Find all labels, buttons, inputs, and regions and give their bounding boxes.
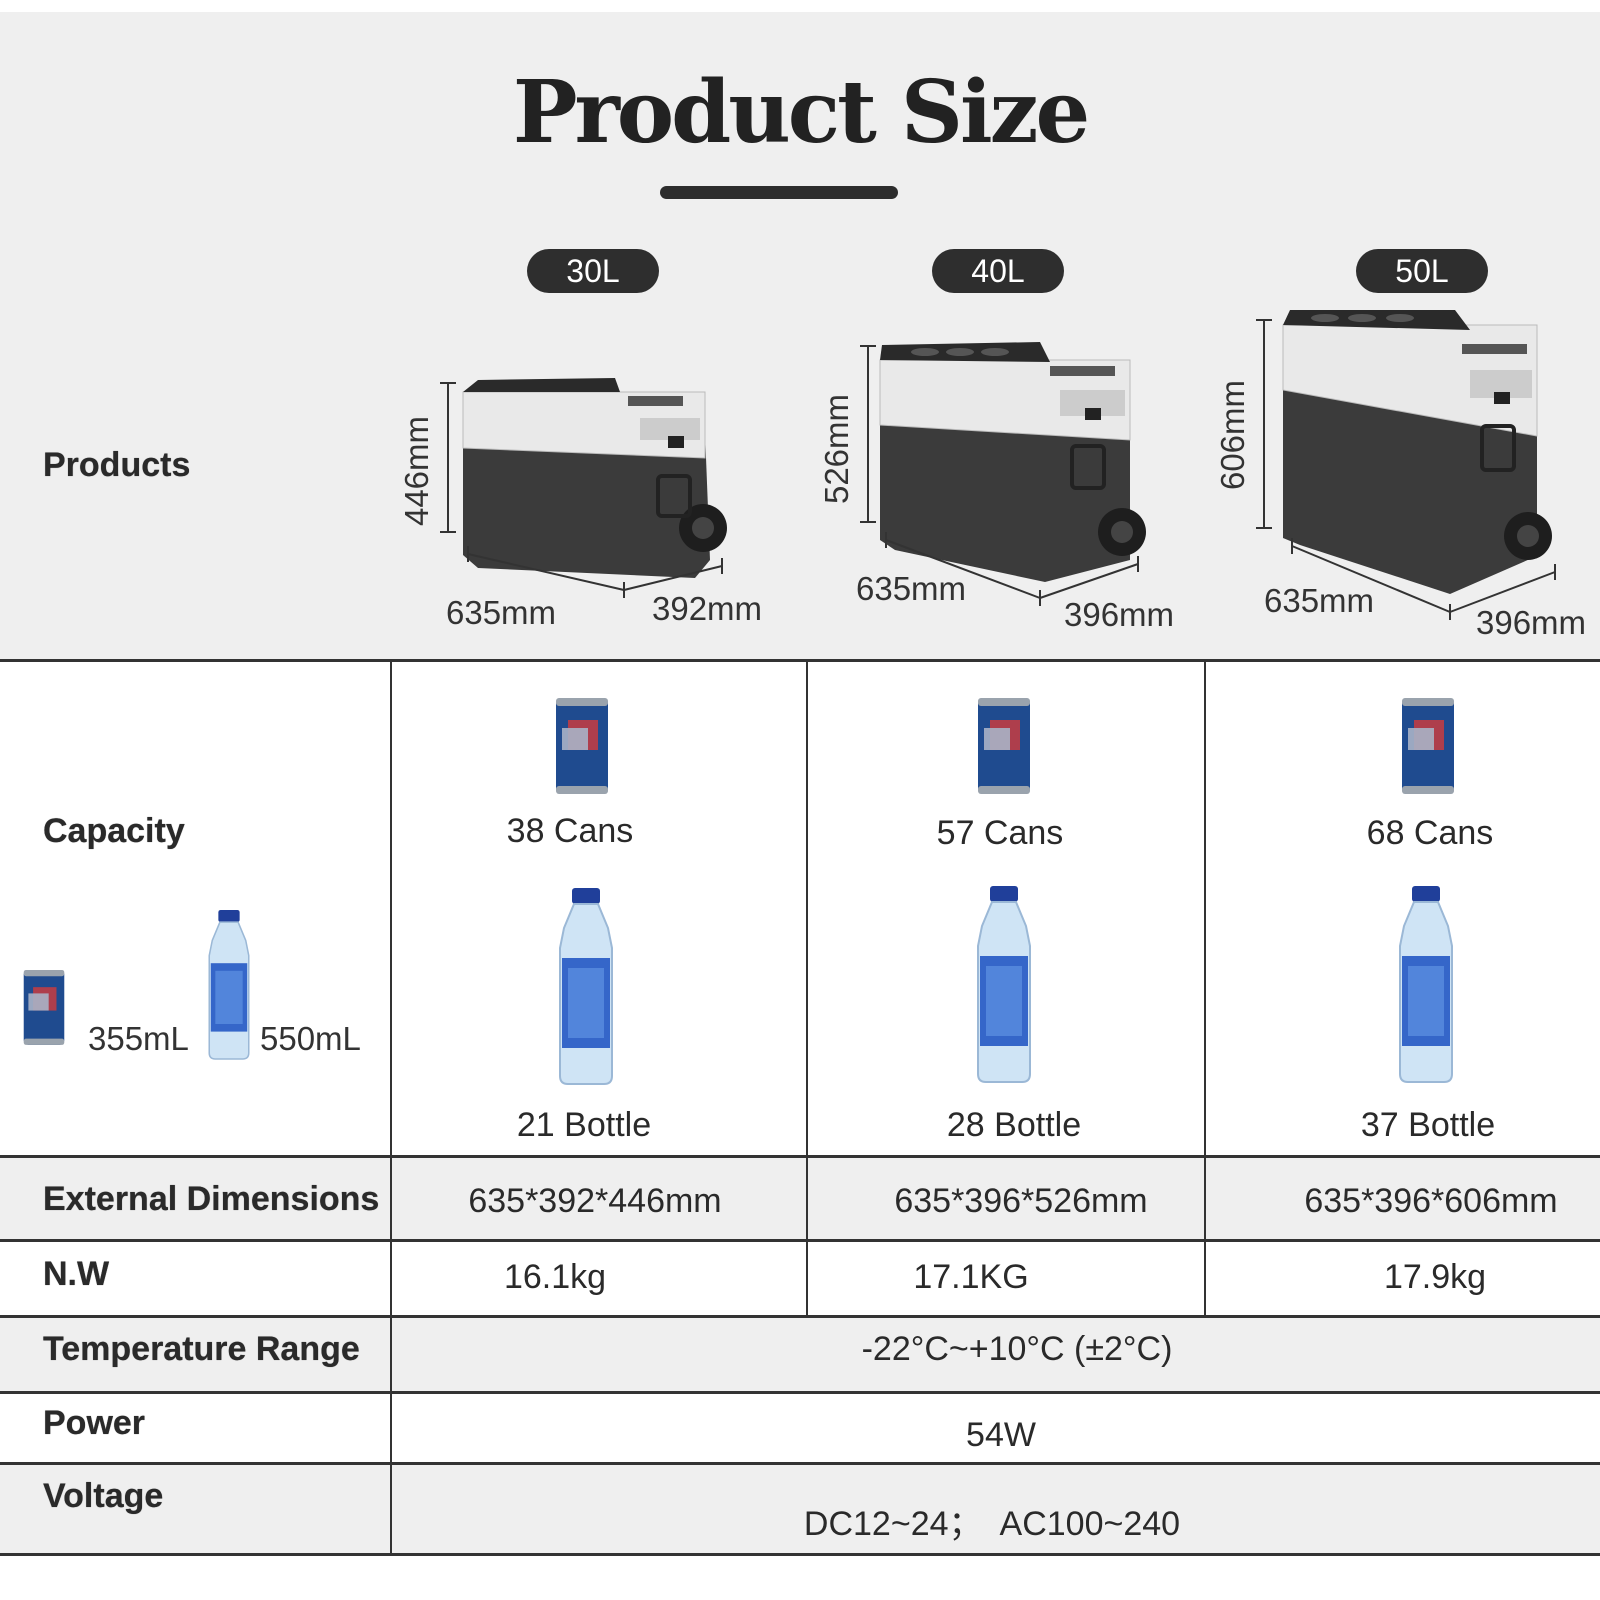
dimensions-row-band [0,1157,1600,1240]
products-label: Products [43,446,191,484]
dimensions-50l: 635*396*606mm [1304,1182,1558,1220]
length-label-30l: 635mm [446,594,557,631]
dimension-lines-40l [860,345,1139,606]
bottle-legend-icon [208,909,250,1060]
cans-count-40l: 57 Cans [936,814,1064,852]
table-line-temperature [0,1391,1600,1394]
width-label-40l: 396mm [1064,596,1175,633]
bottle-icon-40l [977,885,1031,1083]
length-label-50l: 635mm [1264,582,1375,619]
table-line-weight [0,1315,1600,1318]
dimensions-40l: 635*396*526mm [894,1182,1148,1220]
width-label-30l: 392mm [652,590,763,627]
height-label-50l: 606mm [1214,379,1252,491]
temperature-range-value: -22°C~+10°C (±2°C) [861,1330,1173,1368]
can-legend-icon [23,970,65,1045]
can-icon-40l [978,698,1030,794]
title-underline [660,186,898,199]
cooler-50l-image [1282,310,1552,594]
table-bottom-line [0,1553,1600,1556]
voltage-label: Voltage [43,1477,164,1515]
bottle-icon-50l [1399,885,1453,1083]
bottle-volume-label: 550mL [260,1020,361,1057]
capacity-label: Capacity [43,812,185,850]
dimension-lines-50l [1256,319,1556,620]
table-line-capacity [0,1155,1600,1158]
size-badge-40l: 40L [932,249,1064,293]
bottle-icon-30l [559,887,613,1085]
temperature-range-label: Temperature Range [43,1330,360,1368]
voltage-row-band [0,1464,1600,1554]
table-top-line [0,659,1600,662]
size-badge-50l: 50L [1356,249,1488,293]
cans-count-50l: 68 Cans [1366,814,1494,852]
weight-40l: 17.1KG [913,1258,1029,1296]
height-label-40l: 526mm [818,393,856,505]
length-label-40l: 635mm [856,570,967,607]
width-label-50l: 396mm [1476,604,1587,641]
dimension-lines-30l [440,382,723,598]
dimensions-30l: 635*392*446mm [468,1182,722,1220]
nw-label: N.W [43,1255,110,1293]
temperature-row-band [0,1317,1600,1393]
bottle-count-40l: 28 Bottle [946,1106,1082,1144]
cans-count-30l: 38 Cans [506,812,634,850]
power-label: Power [43,1404,146,1442]
page-title: Product Size [512,62,1090,163]
power-value: 54W [966,1416,1036,1454]
bottle-count-30l: 21 Bottle [516,1106,652,1144]
can-icon-30l [556,698,608,794]
cooler-30l-image [462,378,727,578]
weight-30l: 16.1kg [503,1258,607,1296]
table-line-power [0,1462,1600,1465]
can-volume-label: 355mL [88,1020,189,1057]
table-col-divider-3 [1204,661,1206,1317]
voltage-value: DC12~24； AC100~240 [803,1505,1181,1543]
bottle-count-50l: 37 Bottle [1360,1106,1496,1144]
table-col-divider-2 [806,661,808,1317]
can-icon-50l [1402,698,1454,794]
table-col-divider-1 [390,661,392,1553]
height-label-30l: 446mm [398,415,436,527]
weight-50l: 17.9kg [1383,1258,1487,1296]
cooler-40l-image [879,342,1146,582]
table-line-dimensions [0,1239,1600,1242]
external-dimensions-label: External Dimensions [43,1180,380,1218]
size-badge-30l: 30L [527,249,659,293]
